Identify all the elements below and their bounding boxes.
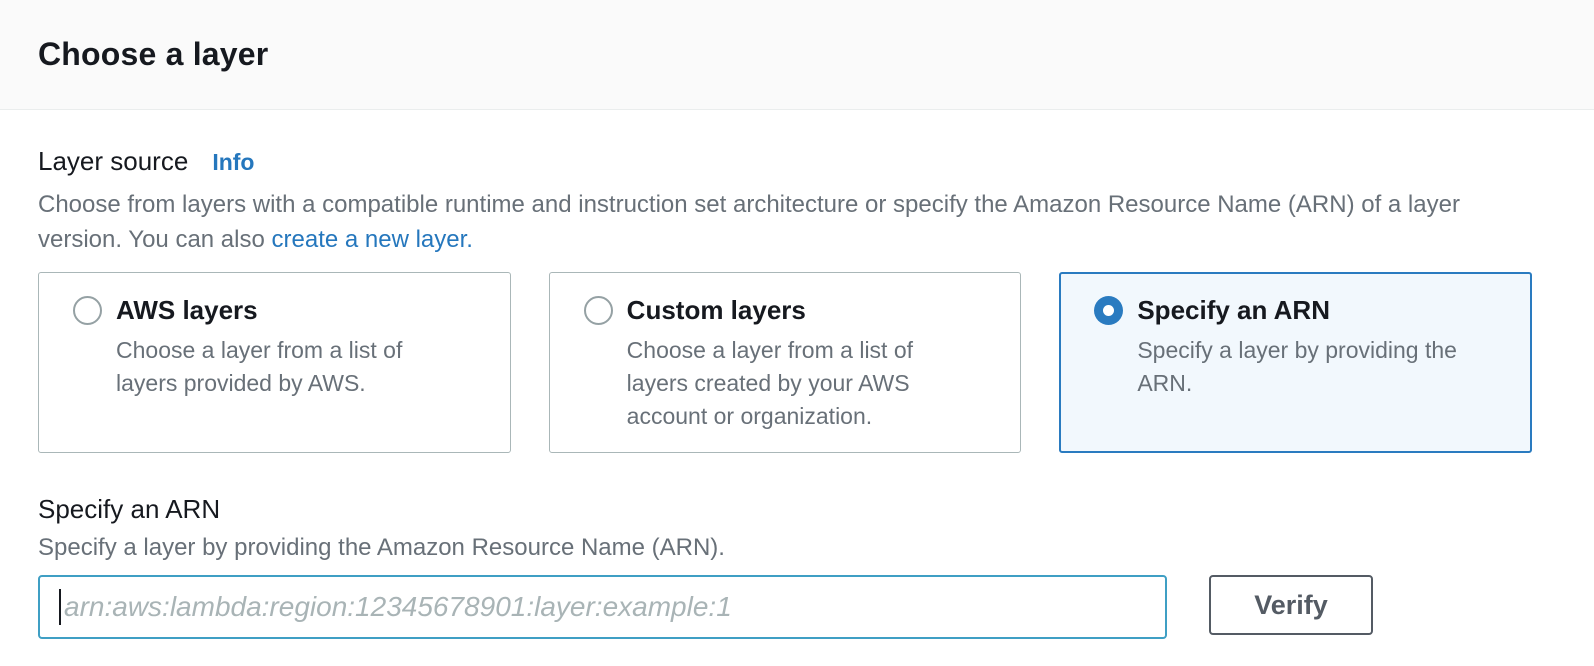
option-head: Specify an ARN (1094, 295, 1507, 326)
layer-source-description-line2: version. You can also (38, 226, 272, 253)
option-description: Specify a layer by providing the ARN. (1137, 337, 1457, 396)
specify-arn-section: Specify an ARN Specify a layer by provid… (38, 494, 1532, 639)
option-head: AWS layers (73, 295, 486, 326)
option-head: Custom layers (583, 295, 997, 326)
specify-arn-row: Verify (38, 575, 1532, 639)
info-link[interactable]: Info (212, 149, 255, 175)
layer-source-label: Layer source (38, 146, 189, 176)
layer-source-label-row: Layer source Info (38, 146, 1532, 177)
option-description: Choose a layer from a list of layers pro… (116, 337, 403, 396)
create-new-layer-link[interactable]: create a new layer. (271, 226, 473, 253)
option-tile-aws-layers[interactable]: AWS layers Choose a layer from a list of… (38, 272, 511, 453)
option-tile-custom-layers[interactable]: Custom layers Choose a layer from a list… (548, 272, 1022, 453)
radio-button-specify-arn[interactable] (1094, 296, 1124, 325)
specify-arn-label: Specify an ARN (38, 494, 221, 524)
option-title: AWS layers (116, 295, 258, 325)
radio-button-aws-layers[interactable] (73, 296, 102, 325)
layer-source-description: Choose from layers with a compatible run… (38, 187, 1518, 257)
verify-button[interactable]: Verify (1209, 575, 1373, 635)
option-description: Choose a layer from a list of layers cre… (626, 337, 914, 429)
radio-button-custom-layers[interactable] (583, 296, 613, 325)
arn-input-wrapper (38, 575, 1167, 639)
option-title: Specify an ARN (1137, 295, 1330, 325)
arn-input[interactable] (38, 575, 1167, 639)
text-caret (59, 589, 61, 625)
specify-arn-description: Specify a layer by providing the Amazon … (38, 534, 725, 561)
layer-source-options: AWS layers Choose a layer from a list of… (38, 272, 1533, 453)
page-title: Choose a layer (38, 36, 269, 72)
panel-body: Layer source Info Choose from layers wit… (0, 110, 1594, 639)
layer-source-description-line1: Choose from layers with a compatible run… (38, 191, 1460, 218)
panel-header: Choose a layer (0, 0, 1594, 110)
option-title: Custom layers (626, 295, 806, 325)
option-tile-specify-arn[interactable]: Specify an ARN Specify a layer by provid… (1059, 272, 1533, 453)
